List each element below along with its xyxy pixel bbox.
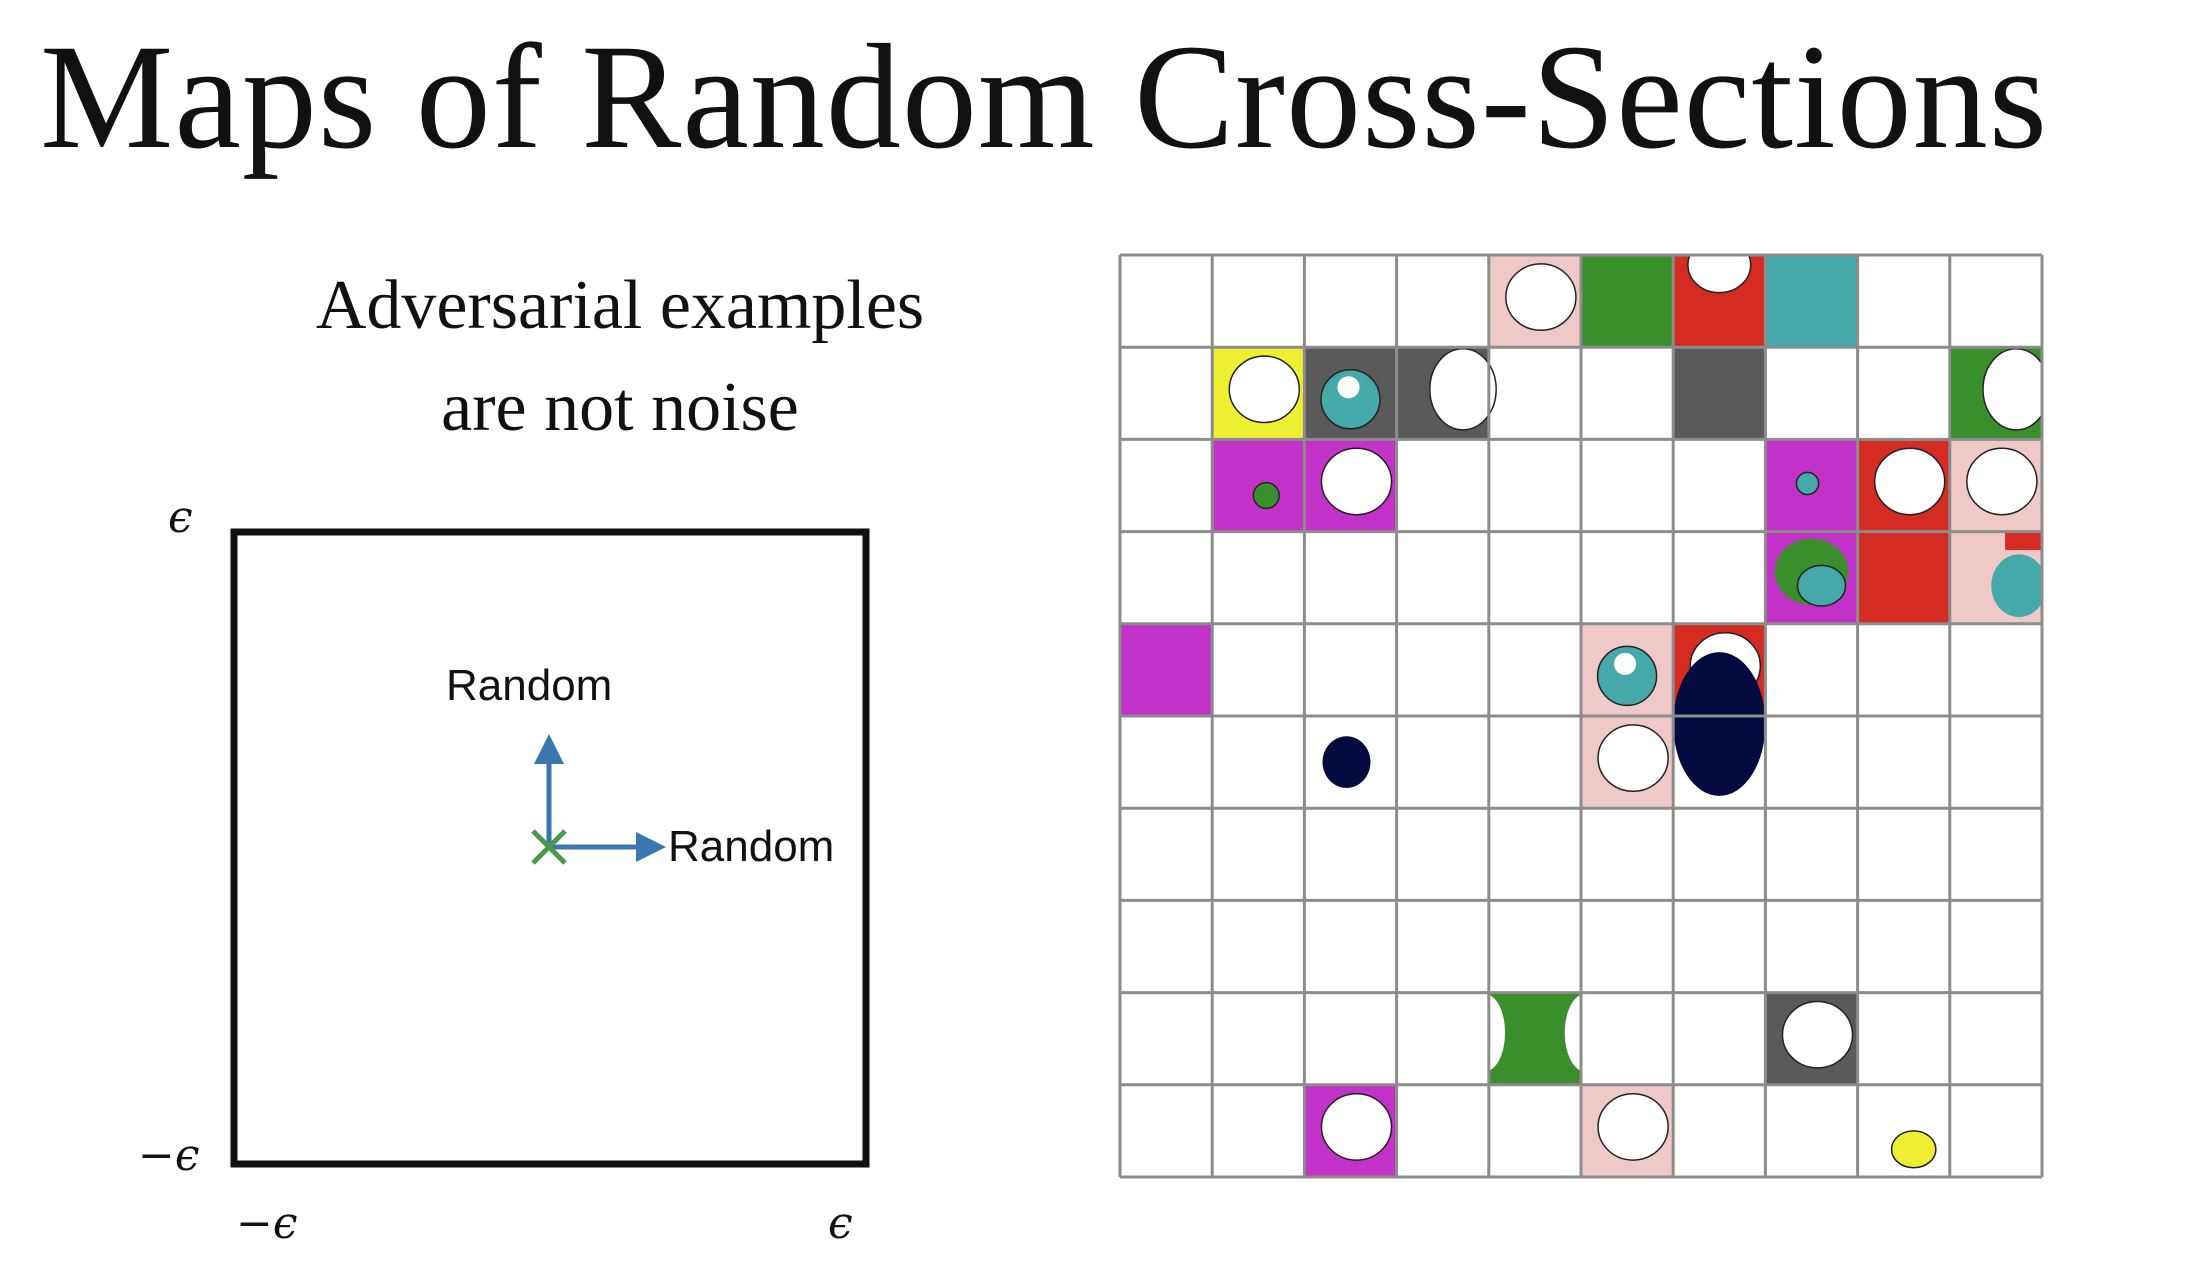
grid-cell-r2-c2	[1304, 439, 1396, 531]
epsilon-bottom-right-label: ϵ	[828, 1198, 853, 1249]
grid-cell-r2-c8	[1858, 439, 1950, 531]
grid-cell-r5-c2	[1323, 736, 1371, 788]
grid-cell-r9-c2	[1304, 1085, 1396, 1177]
grid-cell-r9-c5	[1581, 1085, 1673, 1177]
epsilon-top-label: ϵ	[168, 492, 193, 543]
vertical-arrow-label: Random	[446, 661, 612, 710]
grid-cell-r9-c8	[1892, 1131, 1936, 1168]
grid-cell-r2-c9	[1950, 439, 2042, 531]
grid-cell-r3-c9	[1950, 532, 2047, 624]
grid-cell-r1-c2	[1304, 347, 1396, 439]
grid-cell-r3-c7	[1765, 532, 1857, 624]
grid-cell-r1-c1	[1212, 347, 1304, 439]
grid-cell-r5-c5	[1581, 716, 1673, 808]
grid-cell-r2-c1	[1212, 439, 1304, 531]
grid-cell-r8-c7	[1765, 993, 1857, 1085]
horizontal-arrow-label: Random	[668, 822, 834, 871]
grid-cell-r1-c6	[1673, 347, 1765, 439]
grid-cell-r4-c0	[1120, 624, 1212, 716]
cross-section-grid	[1120, 237, 2049, 1177]
grid-cell-r0-c4	[1489, 255, 1581, 347]
grid-cell-r4-c5	[1581, 624, 1673, 716]
grid-cell-r2-c7	[1765, 439, 1857, 531]
cross-section-plot: ϵ −ϵ −ϵ ϵ Random Random	[138, 492, 866, 1249]
grid-cell-r8-c4	[1465, 993, 1606, 1085]
grid-cell-r0-c5	[1581, 255, 1673, 347]
grid-cell-r1-c3	[1397, 347, 1497, 439]
grid-cell-r1-c9	[1950, 347, 2050, 439]
neg-epsilon-bottom-label: −ϵ	[236, 1198, 298, 1249]
grid-cell-r0-c7	[1765, 255, 1857, 347]
grid-cell-r3-c8	[1858, 532, 1950, 624]
grid-cell-r5-c6	[1673, 652, 1765, 796]
neg-epsilon-left-label: −ϵ	[138, 1130, 200, 1181]
